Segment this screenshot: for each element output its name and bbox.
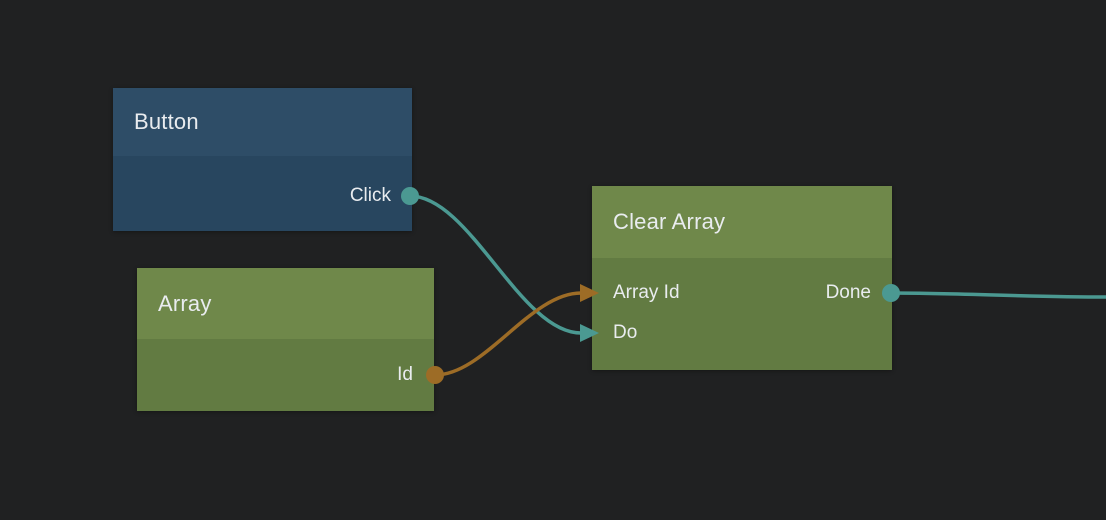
node-array[interactable]: Array Id [137,268,434,411]
port-click-connector[interactable] [401,187,419,205]
port-done-label: Done [825,282,871,303]
node-button-body: Click [113,156,412,231]
port-row-id: Id [137,355,434,395]
port-do-label: Do [613,322,638,343]
node-clear-array-body: Array Id Done Do [592,258,892,370]
node-clear-array-title: Clear Array [613,209,726,234]
node-array-header[interactable]: Array [137,268,434,339]
port-click-label: Click [349,185,391,206]
port-arrayid-connector-arrow-icon[interactable] [580,284,599,302]
node-button-title: Button [134,109,199,134]
port-id-connector[interactable] [426,366,444,384]
port-row-do: Do [592,313,892,353]
connection-done-offscreen[interactable] [890,291,1106,299]
node-clear-array[interactable]: Clear Array Array Id Done Do [592,186,892,370]
port-row-arrayid-done: Array Id Done [592,273,892,313]
port-id-label: Id [397,364,413,385]
node-array-body: Id [137,339,434,411]
connection-click-to-do[interactable] [408,194,583,335]
node-button-header[interactable]: Button [113,88,412,156]
port-arrayid-label: Array Id [613,282,680,303]
node-array-title: Array [158,290,212,316]
port-do-connector-arrow-icon[interactable] [580,324,599,342]
port-row-click: Click [113,176,412,216]
connection-id-to-arrayid[interactable] [433,291,583,377]
port-done-connector[interactable] [882,284,900,302]
node-button[interactable]: Button Click [113,88,412,231]
node-clear-array-header[interactable]: Clear Array [592,186,892,258]
